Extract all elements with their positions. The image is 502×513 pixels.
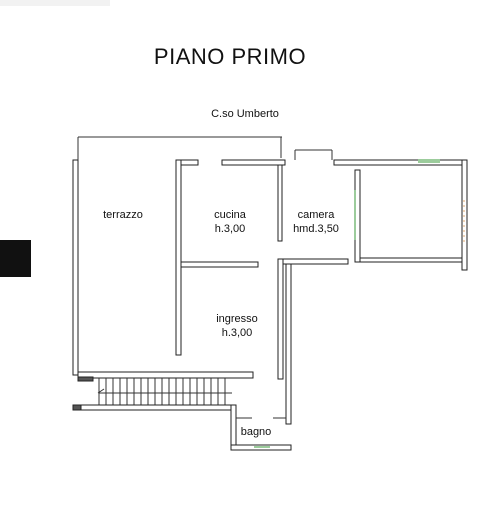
room-label-ingresso: ingresso — [216, 313, 258, 325]
stair-bottom-wall — [72, 404, 234, 411]
wall-left — [72, 159, 79, 376]
room-label-terrazzo: terrazzo — [103, 209, 143, 221]
wall-camera-bottom — [277, 258, 349, 265]
room-label-cucina: cucina — [214, 209, 247, 221]
street-label: C.so Umberto — [211, 108, 279, 120]
wall-ingresso-right-outer — [285, 263, 292, 425]
room-height-cucina: h.3,00 — [215, 223, 246, 235]
walls — [72, 136, 468, 451]
wall-cucina-bottom — [180, 261, 259, 268]
room-label-bagno: bagno — [241, 426, 272, 438]
room-height-ingresso: h.3,00 — [222, 327, 253, 339]
wall-cucina-left — [175, 159, 182, 356]
wall-cucina-camera — [277, 164, 283, 242]
plan-title: PIANO PRIMO — [154, 44, 306, 69]
wall-camera-right — [354, 169, 361, 263]
wall-top-2 — [221, 159, 286, 166]
black-tab — [0, 240, 31, 277]
stair-top-wall — [77, 371, 254, 379]
room-height-camera: hmd.3,50 — [293, 223, 339, 235]
stairs — [97, 378, 232, 408]
wall-ingresso-right — [277, 258, 284, 380]
wall-bagno-left — [230, 404, 237, 451]
wall-top-3 — [333, 159, 468, 166]
wall-right-room-bottom — [359, 257, 463, 263]
room-label-camera: camera — [298, 209, 336, 221]
scan-artifact — [0, 0, 110, 6]
